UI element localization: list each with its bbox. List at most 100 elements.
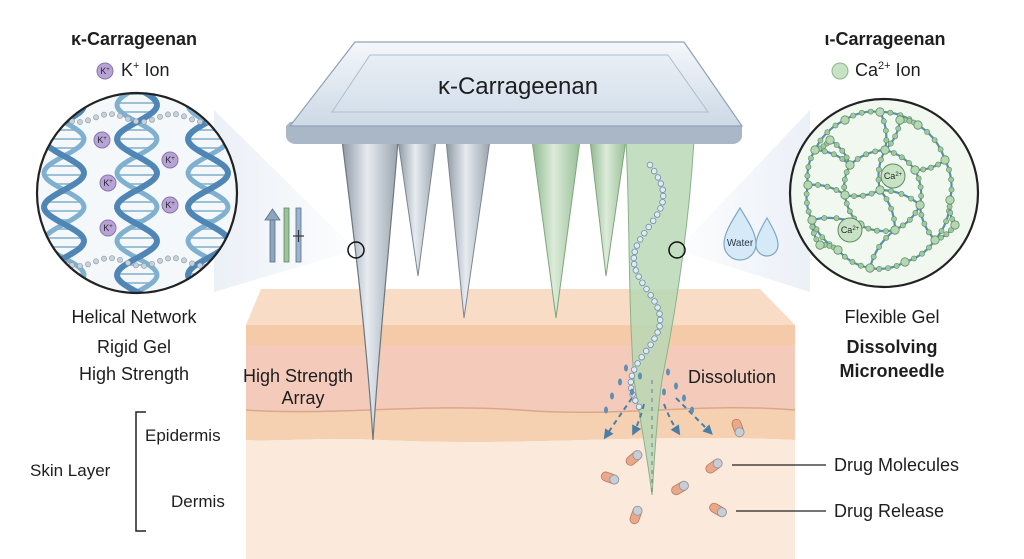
network-bead [821,148,828,155]
network-bead [805,208,812,215]
network-bead [868,190,875,197]
skin-block [245,289,796,559]
chain-bead [165,255,171,262]
network-bead [937,146,944,153]
network-node [807,215,817,225]
network-node [890,225,900,235]
network-bead [867,108,874,115]
drug-molecules [600,418,745,525]
needle-chain-bead [651,335,658,342]
network-bead [813,226,820,233]
network-node [810,145,820,155]
network-bead [948,227,954,233]
epidermis-label: Epidermis [145,426,221,445]
drug-capsule-icon [629,505,643,525]
chain-bead [133,118,139,125]
capsule-cap [712,458,723,469]
needle-chain-bead [660,192,667,200]
chain-bead [165,111,171,118]
network-bead [908,195,914,202]
network-bead [857,262,864,269]
needle-chain-bead [632,397,639,404]
needle-chain-bead [633,242,641,249]
chain-bead [149,260,155,267]
network-bead [809,223,816,230]
chain-bead [189,116,195,123]
network-bead [833,141,840,148]
network-bead [832,122,839,129]
water-label: Water [727,238,754,249]
chain-bead [45,255,51,261]
network-bead [888,205,894,212]
network-bead [843,169,850,176]
dissolution-droplets [604,364,694,414]
network-bead [895,125,902,132]
network-bead [850,112,857,119]
chain-bead [77,119,83,125]
ca-ion-badge-icon [831,62,849,80]
network-bead [858,109,865,116]
k-ion-circle [161,196,179,214]
droplet [674,382,678,390]
zoom-marker-left [347,241,365,259]
chain-bead [101,111,107,118]
chain-bead [141,119,147,125]
left-caption-1: Helical Network [71,307,197,327]
ca-ion-symbol: Ca2+ [884,171,903,181]
network-bead [804,172,811,179]
zoom-cone-left [214,110,356,292]
network-bead [878,156,884,163]
chain-bead [45,111,51,117]
k-ion-circle [99,219,117,237]
network-bead [928,164,934,171]
drug-capsule-icon [671,480,689,496]
plate-inner [331,54,709,113]
network-bead [863,151,869,158]
chain-bead [61,115,67,122]
needle-chain-bead [643,285,650,293]
capsule-cap [678,480,689,491]
chain-bead [149,117,155,123]
needle-chain-bead [637,236,644,243]
network-bead [833,187,840,193]
network-bead [804,199,810,206]
network-bead [947,209,954,216]
needle-chain-bead [654,329,661,336]
chain-bead [189,260,195,267]
plate-label: κ-Carrageenan [438,73,598,100]
network-bead [808,155,814,162]
droplet [630,388,634,396]
network-node [945,195,955,205]
network-node [815,240,825,250]
chain-bead [133,262,139,269]
network-bead [876,265,883,272]
network-node [840,190,850,200]
needle-chain-bead [651,298,658,305]
chain-bead [197,118,203,125]
network-bead [943,218,949,225]
chain-bead [157,257,163,264]
network-bead [883,234,890,241]
chain-bead [85,261,91,268]
network-node [910,165,920,175]
chain-bead [109,111,115,117]
zoom-marker-right [668,241,686,259]
k-ion-icon: K+ [161,196,179,214]
network-bead [876,166,882,173]
chain-bead [157,113,163,120]
iota-network-inset: Ca2+Ca2+ [788,97,980,289]
network-bead [948,176,954,183]
droplet [690,406,694,414]
network-node [865,263,875,273]
network-bead [841,184,848,191]
right-caption-2: Dissolving [846,337,938,357]
needle-chain-bead [632,267,640,274]
kappa-ions: K+K+K+K+K+ [93,131,179,237]
needle-chain-bead [657,316,664,324]
network-bead [876,243,882,250]
network-bead [854,155,861,162]
network-bead [810,230,817,237]
droplet [624,364,628,372]
needle-chain-bead [647,292,654,299]
network-bead [926,229,932,236]
